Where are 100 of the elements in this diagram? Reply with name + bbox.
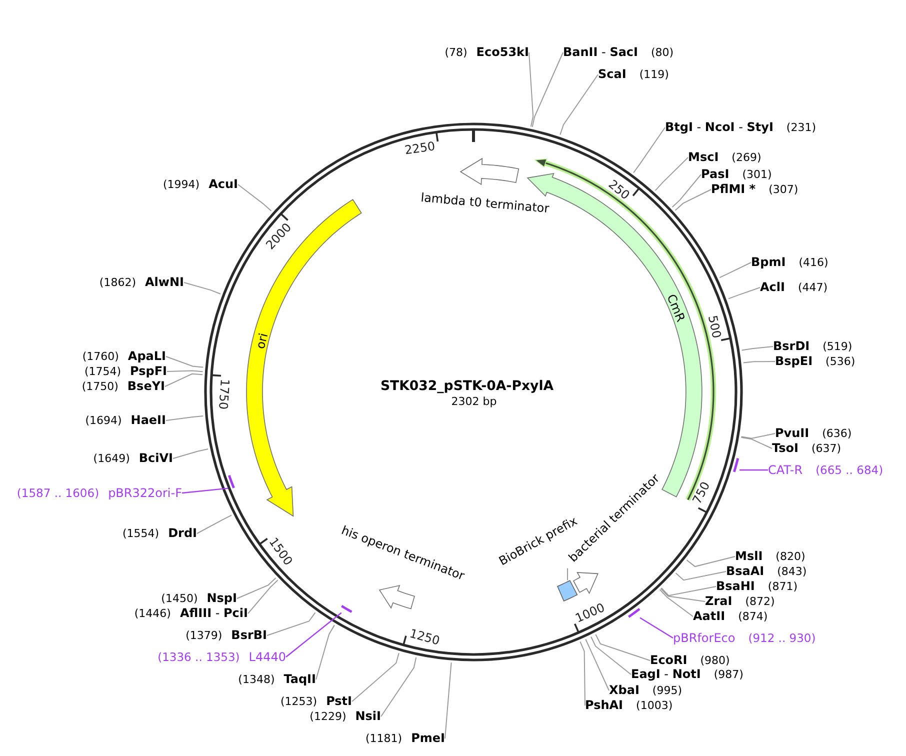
enzyme-name: BsrDI [773,339,810,353]
site-position: (987) [714,668,744,682]
feature-label: ori [253,332,271,350]
site-position: (871) [768,580,798,594]
enzyme-name: NsiI [355,709,381,723]
primer-mark [341,604,353,613]
site-position: (1253) [280,695,318,709]
primer-name: CAT-R [768,463,803,477]
site-position: (1649) [93,452,130,466]
leader-line [633,127,666,174]
primer-name: pBRforEco [673,631,736,645]
leader-line [286,612,342,658]
tick-label: 2250 [404,139,436,158]
leader-line [236,578,276,599]
leader-line [672,174,702,208]
enzyme-name: AclI [760,280,785,294]
leader-line [166,416,204,421]
leader-line [238,184,272,212]
enzyme-name: Eco53kI [476,45,529,59]
enzyme-name: NspI [206,591,237,605]
leader-line [585,638,610,691]
enzyme-name: TaqII [284,672,316,686]
enzyme-name: EcoRI [650,653,688,667]
plasmid-name: STK032_pSTK-0A-PxylA [380,380,554,394]
leader-line [595,634,650,661]
enzyme-name: ScaI [598,67,626,81]
site-position: (874) [738,610,768,624]
site-position: (119) [639,68,669,82]
tick-label: 500 [705,314,724,340]
leader-line [580,641,586,706]
site-position: (1862) [99,276,136,290]
enzyme-name: AlwNI [145,275,184,289]
enzyme-name: PvuII [775,426,810,440]
primer-mark [733,458,740,472]
primer-position: (1336 .. 1353) [158,650,240,664]
site-position: (1754) [84,365,122,379]
enzyme-name: HaeII [130,413,166,427]
feature-label: CmR [664,292,688,324]
feature-box [557,580,578,602]
leader-line [164,373,204,387]
site-position: (301) [742,168,772,182]
enzyme-name: ZraI [705,594,732,608]
site-position: (269) [732,151,762,165]
leader-line [352,652,400,702]
site-position: (995) [652,684,682,698]
leader-line [740,433,776,439]
leader-line [675,571,726,581]
enzyme-name: MscI [688,150,719,164]
enzyme-name: BsaHI [716,579,755,593]
enzyme-name: BtgI - NcoI - StyI [665,120,774,134]
leader-line [654,157,688,191]
enzyme-name: EagI - NotI [631,667,701,681]
leader-line [266,612,316,636]
enzyme-name: BsrBI [231,628,267,642]
enzyme-name: ApaLI [128,349,166,363]
primer-position: (912 .. 930) [748,631,816,645]
enzyme-name: BseYI [127,379,165,393]
primer-position: (1587 .. 1606) [16,486,100,500]
leader-line [166,370,204,372]
leader-line [719,262,752,278]
site-position: (1181) [366,732,402,746]
tick-label: 250 [606,176,633,202]
enzyme-name: TsoI [772,441,798,455]
primer-name: pBR322ori-F [108,486,182,500]
tick-label: 1250 [408,626,442,648]
primer-position: (665 .. 684) [816,463,884,477]
site-position: (1760) [82,350,119,364]
leader-line [444,662,452,739]
feature-arc [246,199,362,517]
site-position: (447) [798,281,828,295]
leader-line [686,556,736,568]
site-position: (1694) [85,414,122,428]
leader-line [532,52,564,128]
site-position: (1379) [186,629,222,643]
leader-line [567,568,568,581]
enzyme-name: BanII - SacI [563,45,638,59]
enzyme-name: MslI [735,549,763,563]
tick-label: 750 [690,480,713,507]
leader-line [659,589,694,617]
feature-label: lambda t0 terminator [420,190,550,216]
site-position: (636) [822,427,852,441]
leader-line [248,580,278,614]
enzyme-name: PmeI [411,731,445,745]
primer-mark [628,608,640,618]
tick-label: 1750 [216,378,232,410]
leader-line [172,448,209,459]
enzyme-name: XbaI [609,683,640,697]
site-position: (1750) [82,380,118,394]
enzyme-name: BpmI [751,255,786,269]
site-position: (307) [768,183,798,197]
site-position: (872) [745,595,775,609]
leader-line [528,52,534,128]
site-position: (1003) [636,699,673,713]
site-position: (231) [786,121,816,135]
leader-line [560,74,598,136]
leader-line [660,588,706,602]
enzyme-name: AcuI [208,177,238,191]
leader-line [166,356,204,368]
site-position: (536) [826,355,856,369]
site-position: (519) [822,340,852,354]
